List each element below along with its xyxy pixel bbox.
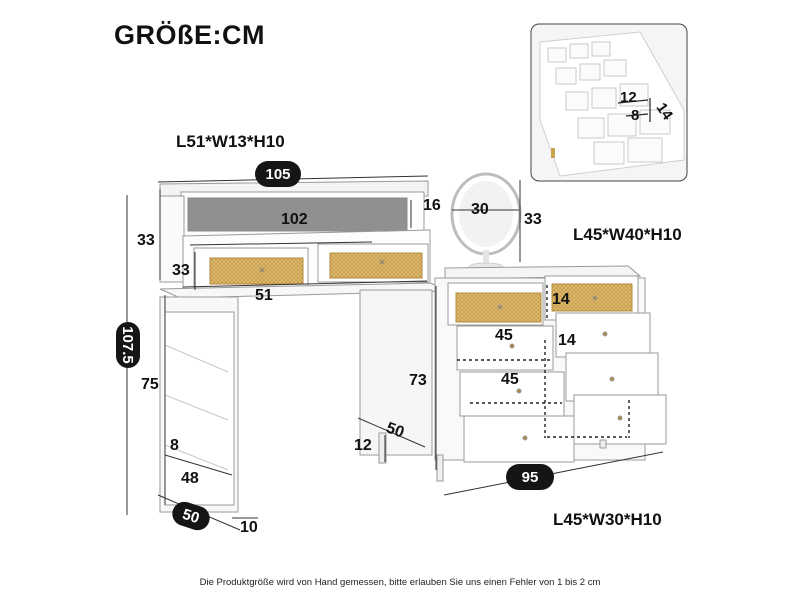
round-mirror (450, 172, 522, 272)
felt-backboard (187, 197, 408, 232)
dim-12: 12 (354, 437, 372, 454)
dim-14-a: 14 (552, 291, 570, 308)
size-title: GRÖßE:CM (114, 20, 265, 50)
width-105-badge: 105 (255, 161, 301, 187)
dim-48: 48 (181, 470, 199, 487)
dim-73: 73 (409, 372, 427, 389)
dashed-guides (457, 285, 630, 438)
dresser-unit (434, 265, 667, 482)
dim-8: 8 (170, 437, 179, 454)
lower-drawer-size-label: L45*W30*H10 (553, 510, 662, 529)
footer-note: Die Produktgröße wird von Hand gemessen,… (199, 577, 601, 588)
dim-mirror-33: 33 (524, 211, 542, 228)
dim-10: 10 (240, 519, 258, 536)
inset-dim-8: 8 (631, 107, 640, 124)
dim-75: 75 (141, 376, 159, 393)
dim-45-a: 45 (495, 327, 513, 344)
hutch-drawer-size-label: L51*W13*H10 (176, 132, 285, 151)
dim-mirror-30: 30 (471, 201, 489, 218)
dim-16: 16 (423, 197, 441, 214)
organizer-inset (530, 23, 688, 182)
height-107-5-badge: 107.5 (116, 322, 140, 368)
dim-14-b: 14 (558, 332, 576, 349)
rattan-panel (329, 252, 423, 279)
inset-dim-12: 12 (620, 89, 637, 106)
dim-51: 51 (255, 287, 273, 304)
dim-33-drawer: 33 (172, 262, 190, 279)
rattan-panel (551, 283, 633, 312)
desk-unit (159, 180, 451, 513)
width-95-badge: 95 (506, 464, 554, 490)
rattan-panel (209, 257, 304, 285)
dim-33-left: 33 (137, 232, 155, 249)
dim-45-b: 45 (501, 371, 519, 388)
upper-drawer-size-label: L45*W40*H10 (573, 225, 682, 244)
dim-102: 102 (281, 211, 308, 228)
